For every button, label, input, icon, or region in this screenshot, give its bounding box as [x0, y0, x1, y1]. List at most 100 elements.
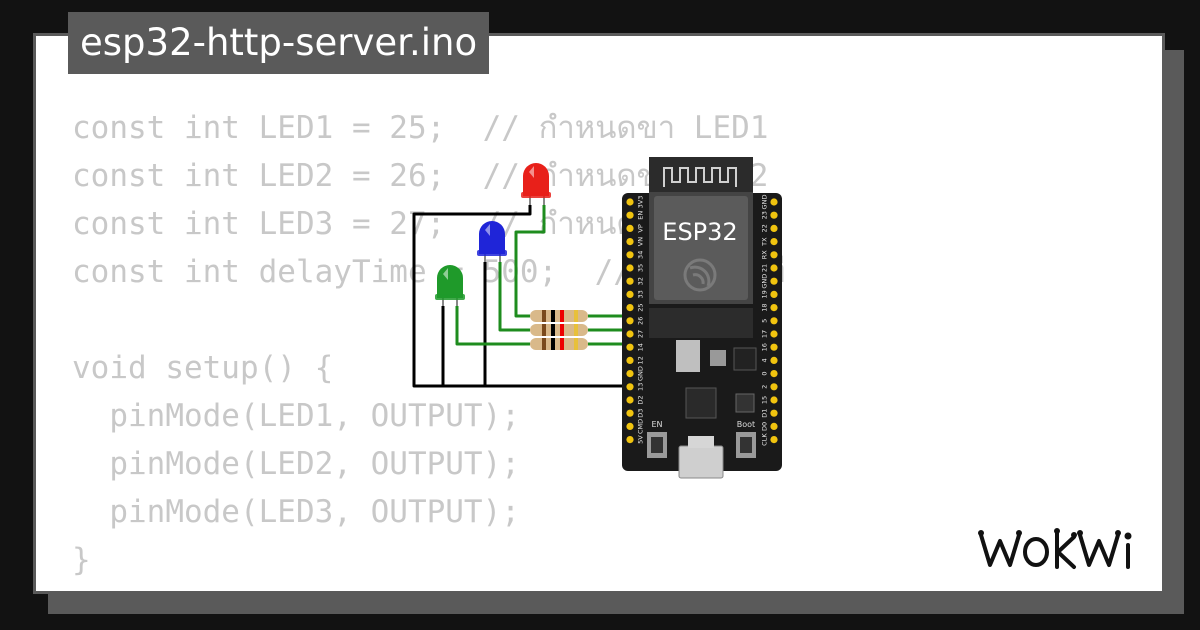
pin-label: 27	[637, 330, 645, 338]
pin-pad[interactable]	[626, 304, 634, 312]
antenna-trace	[663, 167, 737, 187]
pin-pad[interactable]	[770, 251, 778, 259]
capacitor	[710, 350, 726, 366]
pin-pad[interactable]	[770, 304, 778, 312]
pin-pad[interactable]	[770, 317, 778, 325]
pin-label: 18	[761, 303, 769, 311]
pin-pad[interactable]	[770, 224, 778, 232]
pin-pad[interactable]	[626, 251, 634, 259]
pin-pad[interactable]	[626, 238, 634, 246]
pin-pad[interactable]	[626, 356, 634, 364]
pin-pad[interactable]	[770, 370, 778, 378]
pin-pad[interactable]	[626, 330, 634, 338]
pin-label: 14	[637, 343, 645, 351]
usb-uart-chip	[685, 387, 717, 419]
pin-label: 34	[637, 251, 645, 259]
pin-label: RX	[761, 250, 769, 260]
pin-pad[interactable]	[770, 422, 778, 430]
code-line: void setup() {	[72, 350, 334, 386]
resistor	[530, 324, 588, 336]
pin-label: D1	[761, 409, 769, 418]
pin-pad[interactable]	[770, 330, 778, 338]
led-green[interactable]	[435, 265, 465, 306]
code-line: pinMode(LED3, OUTPUT);	[72, 494, 520, 530]
pin-pad[interactable]	[770, 290, 778, 298]
pin-label: 5	[761, 319, 769, 323]
pin-label: 13	[637, 383, 645, 391]
pin-label: TX	[761, 237, 769, 247]
pin-pad[interactable]	[770, 409, 778, 417]
pin-pad[interactable]	[626, 211, 634, 219]
pin-label: 32	[637, 277, 645, 285]
pin-label: 25	[637, 303, 645, 311]
pin-label: VP	[637, 224, 645, 232]
pin-label: VN	[637, 237, 645, 246]
pin-label: 17	[761, 330, 769, 338]
transistor	[733, 347, 757, 371]
pin-label: CLK	[761, 433, 769, 446]
pin-pad[interactable]	[770, 277, 778, 285]
pin-pad[interactable]	[770, 396, 778, 404]
usb-port[interactable]	[678, 445, 724, 479]
pin-label: CMD	[637, 419, 645, 434]
left-pin-header: 3V3ENVPVN343532332526271412GND13D2D3CMD5…	[626, 196, 645, 444]
pin-label: 33	[637, 290, 645, 298]
wire-led-blue	[498, 262, 530, 332]
code-line: const int LED1 = 25; // กำหนดขา LED1	[72, 110, 769, 146]
pin-label: GND	[761, 195, 769, 210]
pin-label: 23	[761, 211, 769, 219]
pin-pad[interactable]	[626, 317, 634, 325]
pin-pad[interactable]	[626, 198, 634, 206]
pin-pad[interactable]	[770, 343, 778, 351]
wire-led-red	[514, 205, 546, 318]
pin-pad[interactable]	[626, 264, 634, 272]
code-line: pinMode(LED1, OUTPUT);	[72, 398, 520, 434]
led-red[interactable]	[521, 163, 551, 205]
pin-label: D2	[637, 395, 645, 404]
pin-pad[interactable]	[626, 436, 634, 444]
pin-label: 16	[761, 343, 769, 351]
ground-wires	[412, 205, 628, 388]
resistor	[530, 338, 588, 350]
pin-pad[interactable]	[626, 409, 634, 417]
regulator	[676, 340, 700, 372]
module-pads	[649, 308, 753, 338]
pin-pad[interactable]	[770, 198, 778, 206]
pin-label: 19	[761, 290, 769, 298]
led-blue[interactable]	[477, 221, 507, 262]
pin-pad[interactable]	[626, 383, 634, 391]
pin-label: 12	[637, 356, 645, 364]
pin-label: 4	[761, 358, 769, 362]
boot-button[interactable]	[736, 432, 756, 458]
pin-pad[interactable]	[770, 436, 778, 444]
pin-label: 26	[637, 317, 645, 325]
pin-pad[interactable]	[770, 383, 778, 391]
espressif-logo-icon	[683, 258, 717, 292]
resistor	[530, 310, 588, 322]
pin-label: 0	[761, 372, 769, 376]
pin-label: 2	[761, 385, 769, 389]
pin-pad[interactable]	[770, 211, 778, 219]
en-button[interactable]	[647, 432, 667, 458]
boot-label: Boot	[737, 420, 755, 429]
signal-wires	[455, 205, 628, 346]
code-line: }	[72, 542, 91, 578]
pin-pad[interactable]	[626, 224, 634, 232]
wokwi-logo	[978, 528, 1132, 569]
pin-pad[interactable]	[626, 277, 634, 285]
pin-pad[interactable]	[626, 370, 634, 378]
pin-pad[interactable]	[770, 238, 778, 246]
pin-pad[interactable]	[626, 422, 634, 430]
chip-label: ESP32	[662, 218, 737, 246]
pin-pad[interactable]	[626, 343, 634, 351]
pin-pad[interactable]	[770, 356, 778, 364]
pin-label: 22	[761, 224, 769, 232]
pin-label: 5V	[637, 435, 645, 444]
module-shield	[654, 196, 748, 300]
pin-label: GND	[761, 274, 769, 289]
pin-pad[interactable]	[626, 290, 634, 298]
pin-pad[interactable]	[626, 396, 634, 404]
pin-pad[interactable]	[770, 264, 778, 272]
